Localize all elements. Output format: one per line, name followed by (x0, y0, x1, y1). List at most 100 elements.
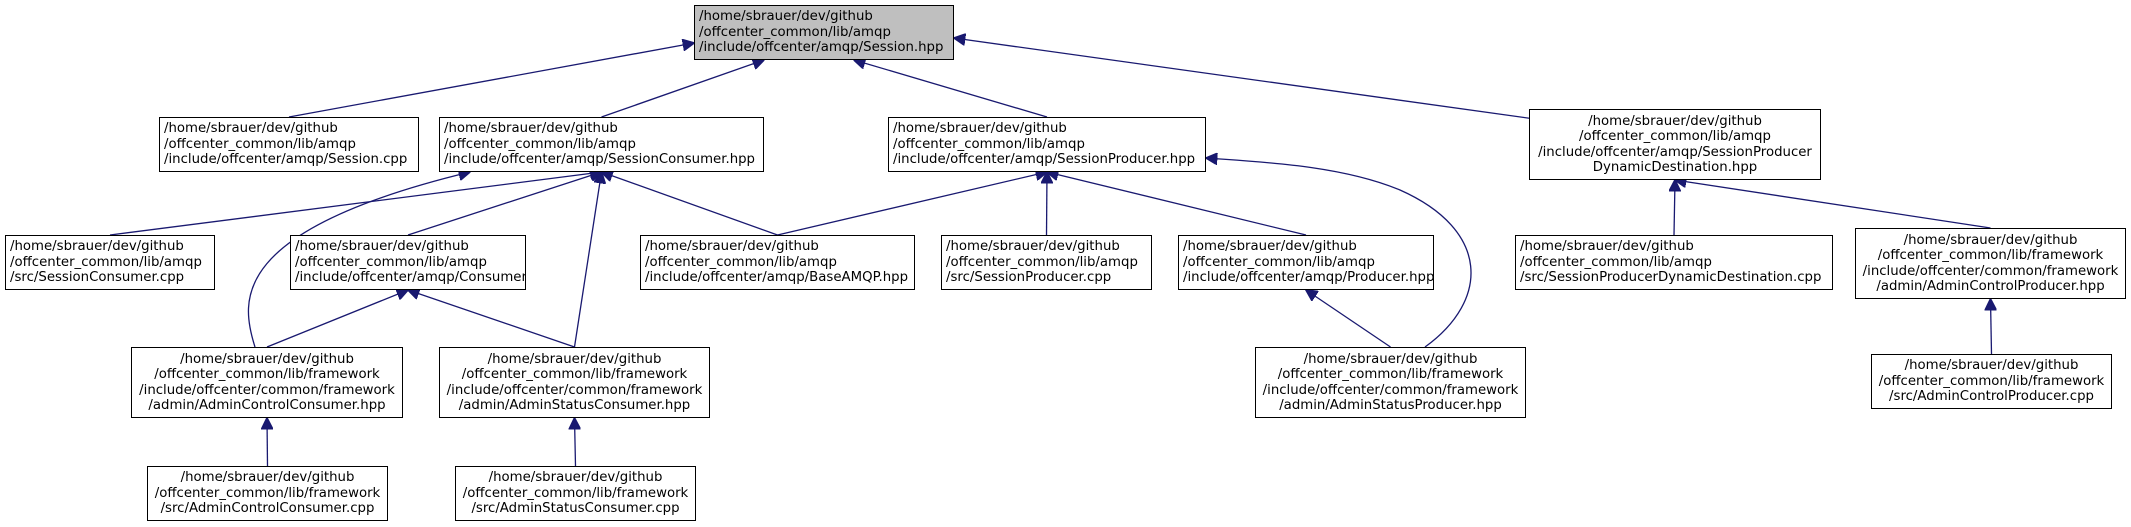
node-label-line: /home/sbrauer/dev/github (1183, 239, 1357, 255)
edge-admin-control-producer-hpp-to-session-producer-dyn-hpp (1675, 180, 1991, 229)
node-admin-status-consumer-hpp[interactable]: /home/sbrauer/dev/github/offcenter_commo… (439, 347, 710, 418)
edge-producer-hpp-to-session-producer-hpp (1047, 172, 1307, 236)
node-label-line: /include/offcenter/amqp/Session.hpp (699, 40, 944, 56)
node-session-cpp[interactable]: /home/sbrauer/dev/github/offcenter_commo… (159, 117, 419, 172)
node-label-line: /admin/AdminControlProducer.hpp (1876, 279, 2105, 294)
node-label-line: /home/sbrauer/dev/github (946, 239, 1120, 255)
node-session-hpp: /home/sbrauer/dev/github/offcenter_commo… (694, 5, 954, 60)
node-admin-status-consumer-cpp[interactable]: /home/sbrauer/dev/github/offcenter_commo… (455, 466, 696, 521)
edge-admin-control-consumer-hpp-to-session-consumer-hpp (247, 172, 470, 348)
edge-admin-control-consumer-hpp-to-consumer-hpp (266, 290, 408, 348)
node-label-line: /home/sbrauer/dev/github (699, 9, 873, 25)
node-label-line: /offcenter_common/lib/framework (462, 485, 689, 501)
node-admin-control-producer-hpp[interactable]: /home/sbrauer/dev/github/offcenter_commo… (1855, 228, 2126, 299)
node-label-line: /home/sbrauer/dev/github (180, 470, 355, 486)
node-label-line: /include/offcenter/common/framework (139, 382, 395, 398)
node-label-line: /include/offcenter/amqp/SessionConsumer.… (444, 152, 756, 168)
node-label-line: /src/SessionProducerDynamicDestination.c… (1520, 270, 1822, 286)
node-label-line: /home/sbrauer/dev/github (1904, 358, 2079, 374)
node-label-line: /offcenter_common/lib/amqp (645, 254, 837, 270)
node-label-line: /include/offcenter/amqp/Producer.hpp (1183, 270, 1434, 286)
node-label-line: /include/offcenter/common/framework (1262, 382, 1519, 398)
node-label-line: /include/offcenter/amqp/Consumer.hpp (295, 270, 526, 286)
node-label-line: /include/offcenter/amqp/SessionProducer (1538, 144, 1812, 160)
node-consumer-hpp[interactable]: /home/sbrauer/dev/github/offcenter_commo… (290, 235, 526, 290)
edge-session-consumer-hpp-to-session-hpp (601, 60, 765, 118)
node-label-line: /home/sbrauer/dev/github (164, 121, 338, 137)
node-session-producer-dyn-hpp[interactable]: /home/sbrauer/dev/github/offcenter_commo… (1529, 109, 1821, 180)
node-label-line: /admin/AdminControlConsumer.hpp (148, 398, 386, 413)
node-label-line: /offcenter_common/lib/amqp (893, 136, 1085, 152)
node-admin-status-producer-hpp[interactable]: /home/sbrauer/dev/github/offcenter_commo… (1255, 347, 1526, 418)
edge-admin-status-producer-hpp-to-producer-hpp (1306, 290, 1391, 348)
node-label-line: /include/offcenter/amqp/Session.cpp (164, 152, 408, 168)
edge-session-producer-dyn-cpp-to-session-producer-dyn-hpp (1674, 180, 1675, 236)
node-session-producer-cpp[interactable]: /home/sbrauer/dev/github/offcenter_commo… (941, 235, 1152, 290)
node-label-line: /home/sbrauer/dev/github (645, 239, 819, 255)
node-label-line: /home/sbrauer/dev/github (1520, 239, 1694, 255)
node-label-line: /src/AdminControlConsumer.cpp (160, 501, 375, 517)
node-label-line: /offcenter_common/lib/amqp (946, 254, 1138, 270)
node-label-line: /offcenter_common/lib/framework (1277, 367, 1504, 382)
node-label-line: /include/offcenter/common/framework (1862, 263, 2119, 279)
node-base-amqp-hpp[interactable]: /home/sbrauer/dev/github/offcenter_commo… (640, 235, 915, 290)
edge-base-amqp-hpp-to-session-producer-hpp (777, 172, 1048, 236)
edge-session-producer-cpp-to-session-producer-hpp (1047, 172, 1048, 236)
node-label-line: /offcenter_common/lib/framework (154, 485, 381, 501)
node-label-line: /home/sbrauer/dev/github (1588, 113, 1762, 129)
node-label-line: /offcenter_common/lib/amqp (1183, 254, 1375, 270)
edge-session-producer-hpp-to-session-hpp (854, 60, 1048, 118)
edge-session-cpp-to-session-hpp (288, 43, 694, 118)
node-label-line: /home/sbrauer/dev/github (487, 351, 662, 367)
node-admin-control-producer-cpp[interactable]: /home/sbrauer/dev/github/offcenter_commo… (1871, 354, 2112, 409)
node-label-line: /offcenter_common/lib/amqp (699, 24, 891, 40)
node-session-consumer-cpp[interactable]: /home/sbrauer/dev/github/offcenter_commo… (5, 235, 215, 290)
node-label-line: /include/offcenter/common/framework (446, 382, 703, 398)
edge-admin-status-consumer-cpp-to-admin-status-consumer-hpp (575, 418, 576, 467)
node-label-line: /offcenter_common/lib/amqp (295, 254, 487, 270)
node-label-line: /offcenter_common/lib/amqp (1520, 254, 1712, 270)
node-label-line: /home/sbrauer/dev/github (893, 121, 1067, 137)
node-label-line: /offcenter_common/lib/amqp (1579, 129, 1771, 144)
edge-admin-status-consumer-hpp-to-consumer-hpp (408, 290, 575, 348)
node-label-line: /offcenter_common/lib/amqp (444, 136, 636, 152)
edge-consumer-hpp-to-session-consumer-hpp (407, 172, 602, 236)
node-label-line: /offcenter_common/lib/framework (461, 367, 688, 382)
node-label-line: /offcenter_common/lib/amqp (164, 136, 356, 152)
node-label-line: /src/AdminStatusConsumer.cpp (471, 501, 680, 517)
node-admin-control-consumer-cpp[interactable]: /home/sbrauer/dev/github/offcenter_commo… (147, 466, 388, 521)
node-label-line: /src/AdminControlProducer.cpp (1889, 389, 2094, 405)
node-label-line: /offcenter_common/lib/framework (154, 367, 380, 382)
node-label-line: /offcenter_common/lib/framework (1877, 248, 2104, 263)
edge-admin-status-producer-hpp-to-session-producer-hpp (1206, 158, 1472, 348)
node-label-line: /home/sbrauer/dev/github (444, 121, 618, 137)
node-producer-hpp[interactable]: /home/sbrauer/dev/github/offcenter_commo… (1178, 235, 1434, 290)
node-label-line: /src/SessionConsumer.cpp (10, 270, 185, 286)
edge-admin-control-producer-cpp-to-admin-control-producer-hpp (1991, 299, 1992, 355)
node-label-line: /home/sbrauer/dev/github (295, 239, 469, 255)
edge-admin-status-consumer-hpp-to-session-consumer-hpp (573, 172, 602, 348)
node-label-line: /home/sbrauer/dev/github (488, 470, 663, 486)
node-label-line: /include/offcenter/amqp/SessionProducer.… (893, 152, 1196, 168)
node-session-consumer-hpp[interactable]: /home/sbrauer/dev/github/offcenter_commo… (439, 117, 764, 172)
node-label-line: /home/sbrauer/dev/github (1903, 232, 2078, 248)
node-label-line: /offcenter_common/lib/framework (1878, 373, 2105, 389)
edge-admin-control-consumer-cpp-to-admin-control-consumer-hpp (267, 418, 268, 467)
node-admin-control-consumer-hpp[interactable]: /home/sbrauer/dev/github/offcenter_commo… (131, 347, 403, 418)
node-label-line: /admin/AdminStatusConsumer.hpp (458, 398, 691, 413)
node-session-producer-hpp[interactable]: /home/sbrauer/dev/github/offcenter_commo… (888, 117, 1206, 172)
edge-base-amqp-hpp-to-session-consumer-hpp (602, 172, 778, 236)
node-label-line: /offcenter_common/lib/amqp (10, 254, 202, 270)
node-label-line: /home/sbrauer/dev/github (180, 351, 354, 367)
node-session-producer-dyn-cpp[interactable]: /home/sbrauer/dev/github/offcenter_commo… (1515, 235, 1833, 290)
edge-session-consumer-cpp-to-session-consumer-hpp (109, 172, 602, 236)
edge-session-producer-dyn-hpp-to-session-hpp (954, 38, 1550, 122)
node-label-line: /include/offcenter/amqp/BaseAMQP.hpp (645, 270, 909, 286)
node-label-line: DynamicDestination.hpp (1592, 160, 1758, 175)
node-label-line: /home/sbrauer/dev/github (10, 239, 184, 255)
node-label-line: /admin/AdminStatusProducer.hpp (1279, 398, 1502, 413)
node-label-line: /home/sbrauer/dev/github (1303, 351, 1478, 367)
node-label-line: /src/SessionProducer.cpp (946, 270, 1112, 286)
